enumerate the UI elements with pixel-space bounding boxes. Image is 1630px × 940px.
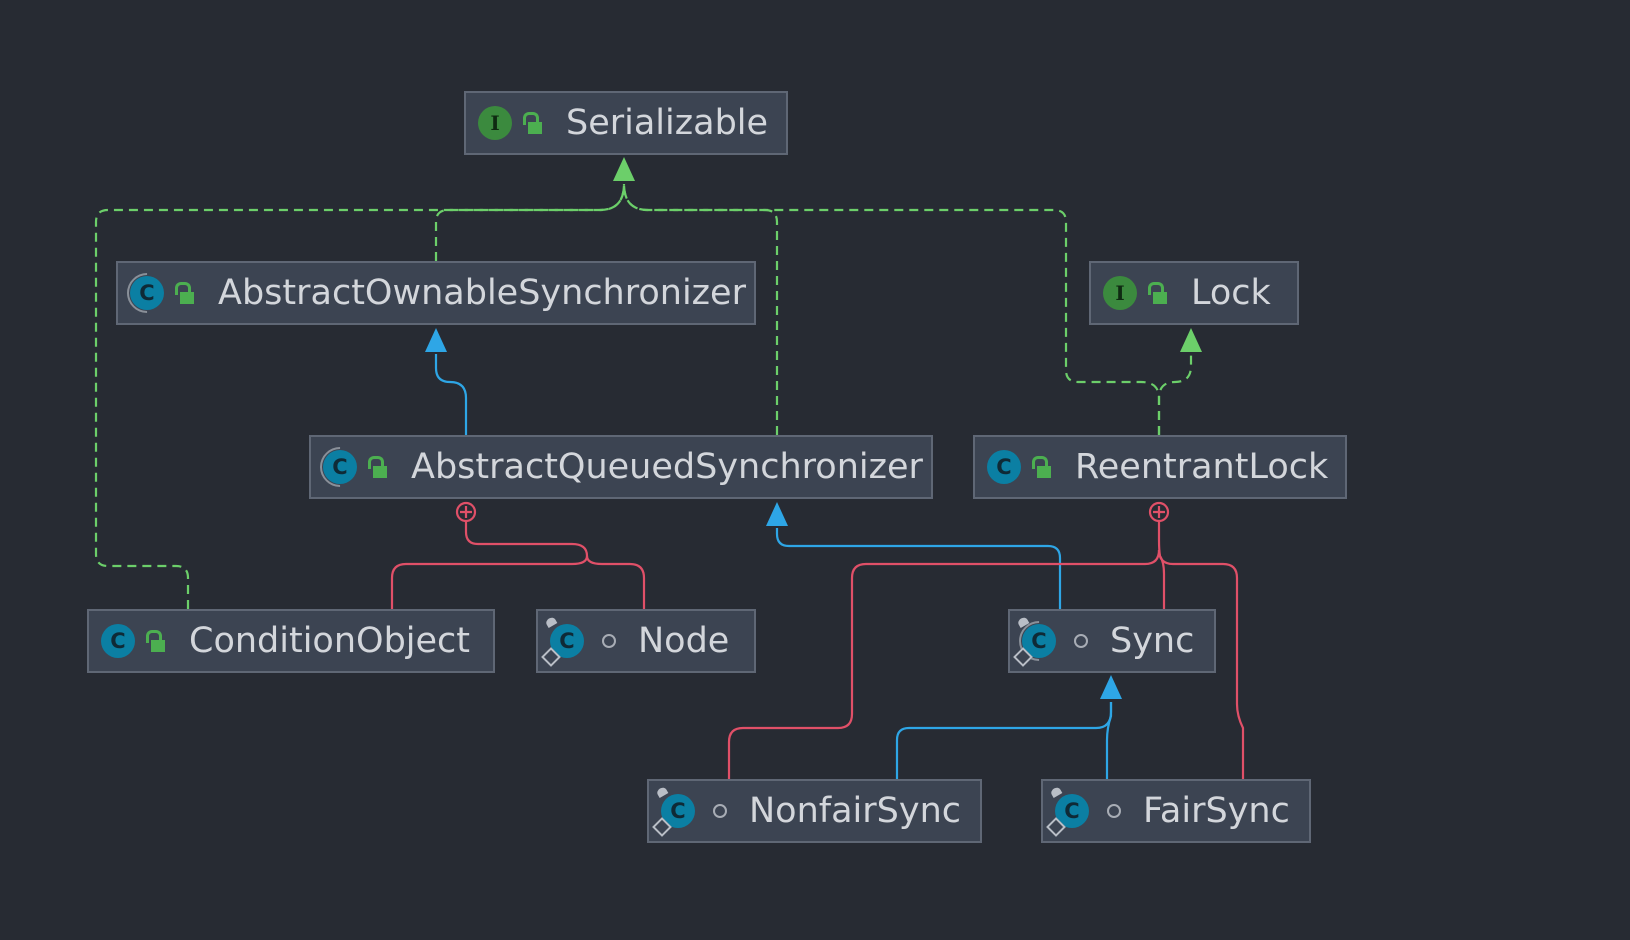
node-node[interactable]: C Node [536,609,756,673]
node-reentrant-lock[interactable]: C ReentrantLock [973,435,1347,499]
node-lock[interactable]: I Lock [1089,261,1299,325]
class-icon: C [987,450,1021,484]
public-lock-icon [522,112,544,134]
static-class-icon: C [1049,786,1089,828]
node-label: Node [638,621,730,661]
public-lock-icon [1147,282,1169,304]
interface-icon: I [1103,276,1137,310]
public-lock-icon [145,630,167,652]
edge-reentrant-lock [1157,354,1193,435]
package-private-icon [602,634,616,648]
class-icon: C [101,624,135,658]
node-label: ReentrantLock [1075,447,1329,487]
edge-condition-aqs [390,522,589,609]
node-label: Sync [1110,621,1195,661]
public-lock-icon [174,282,196,304]
node-label: ConditionObject [189,621,471,661]
edge-nonfair-reentrant [727,549,1161,779]
arrowhead-lock [1180,328,1202,352]
arrowhead-sync [1100,675,1122,699]
package-private-icon [1107,804,1121,818]
arrowhead-serializable [613,157,635,181]
node-fair-sync[interactable]: C FairSync [1041,779,1311,843]
node-condition-object[interactable]: C ConditionObject [87,609,495,673]
arrowhead-aos [425,328,447,352]
node-serializable[interactable]: I Serializable [464,91,788,155]
node-label: NonfairSync [749,791,962,831]
arrowhead-aqs [766,502,788,526]
static-class-icon: C [655,786,695,828]
edge-sync-aqs [775,528,1062,609]
static-abstract-class-icon: C [1016,616,1056,658]
edge-fair-sync [1105,702,1113,779]
static-class-icon: C [544,616,584,658]
package-private-icon [1074,634,1088,648]
node-label: Lock [1191,273,1271,313]
node-label: FairSync [1143,791,1290,831]
public-lock-icon [367,456,389,478]
abstract-class-icon: C [130,276,164,310]
edge-nonfair-sync [895,702,1113,779]
edge-aqs-aos [434,354,468,435]
node-abstract-ownable-synchronizer[interactable]: C AbstractOwnableSynchronizer [116,261,756,325]
edge-sync-reentrant [1157,522,1166,609]
node-label: Serializable [566,103,769,143]
package-private-icon [713,804,727,818]
edge-aos-serializable [434,183,626,261]
public-lock-icon [1031,456,1053,478]
edge-reentrant-serializable [622,183,1161,435]
edge-fair-reentrant [1157,549,1245,779]
node-label: AbstractOwnableSynchronizer [218,273,746,313]
edge-node-aqs [585,555,646,609]
node-label: AbstractQueuedSynchronizer [411,447,923,487]
abstract-class-icon: C [323,450,357,484]
node-abstract-queued-synchronizer[interactable]: C AbstractQueuedSynchronizer [309,435,933,499]
node-sync[interactable]: C Sync [1008,609,1216,673]
interface-icon: I [478,106,512,140]
node-nonfair-sync[interactable]: C NonfairSync [647,779,982,843]
edge-condition-serializable [94,183,626,609]
